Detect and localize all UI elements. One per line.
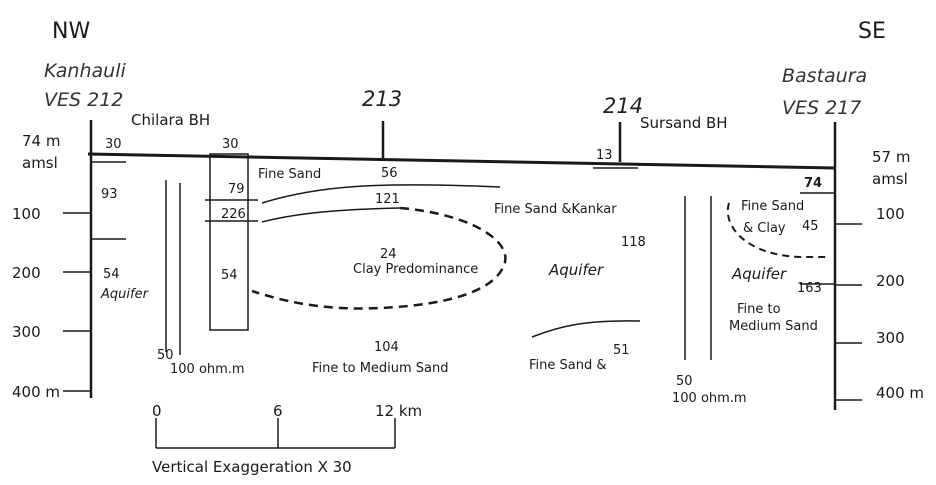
layer-label: Fine Sand bbox=[741, 199, 804, 214]
fine-sand-boundary-lower bbox=[262, 208, 400, 222]
station-kanhauli-ves: VES 212 bbox=[44, 89, 123, 111]
resistivity-value: 163 bbox=[797, 281, 822, 296]
depth-label-right: 200 bbox=[876, 272, 905, 290]
resistivity-value: 45 bbox=[802, 219, 819, 234]
resistivity-value: 226 bbox=[221, 207, 246, 222]
ohm-marker-50: 50 bbox=[676, 374, 693, 389]
depth-label-left: 300 bbox=[12, 323, 41, 341]
aquifer-label: Aquifer bbox=[731, 265, 787, 283]
elevation-right-value: 57 m bbox=[872, 148, 910, 166]
station-bastaura-ves: VES 217 bbox=[782, 97, 861, 119]
resistivity-value: 24 bbox=[380, 247, 397, 262]
elevation-right-unit: amsl bbox=[872, 170, 908, 188]
depth-label-right: 300 bbox=[876, 329, 905, 347]
ohm-marker-50: 50 bbox=[157, 348, 174, 363]
station-bastaura-name: Bastaura bbox=[782, 65, 867, 87]
layer-label: Fine to Medium Sand bbox=[312, 361, 449, 376]
resistivity-value: 93 bbox=[101, 187, 118, 202]
station-sursand-label: Sursand BH bbox=[640, 114, 728, 132]
layer-label: Clay Predominance bbox=[353, 262, 478, 277]
layer-label: Medium Sand bbox=[729, 319, 818, 334]
layer-label: Fine Sand & bbox=[529, 358, 607, 373]
station-213-label: 213 bbox=[362, 87, 402, 111]
depth-label-right: 400 m bbox=[876, 384, 924, 402]
direction-nw: NW bbox=[52, 19, 90, 44]
depth-label-left: 200 bbox=[12, 264, 41, 282]
layer-label: Fine to bbox=[737, 302, 781, 317]
resistivity-value: 79 bbox=[228, 182, 245, 197]
fine-sand-boundary-right bbox=[532, 321, 640, 337]
resistivity-value: 30 bbox=[105, 137, 122, 152]
resistivity-value: 13 bbox=[596, 148, 613, 163]
station-kanhauli-name: Kanhauli bbox=[44, 60, 126, 82]
layer-label: Fine Sand &Kankar bbox=[494, 202, 617, 217]
scale-bar-label: 0 bbox=[152, 402, 162, 420]
ohm-marker-100: 100 ohm.m bbox=[170, 362, 245, 377]
resistivity-value: 104 bbox=[374, 340, 399, 355]
elevation-left-unit: amsl bbox=[22, 154, 58, 172]
resistivity-value: 121 bbox=[375, 192, 400, 207]
resistivity-value: 51 bbox=[613, 343, 630, 358]
direction-se: SE bbox=[858, 19, 886, 44]
layer-label: & Clay bbox=[743, 221, 786, 236]
vertical-exaggeration-note: Vertical Exaggeration X 30 bbox=[152, 458, 352, 476]
clay-lens-boundary bbox=[252, 208, 505, 309]
ohm-marker-100: 100 ohm.m bbox=[672, 391, 747, 406]
depth-label-left: 400 m bbox=[12, 383, 60, 401]
layer-label: Fine Sand bbox=[258, 167, 321, 182]
scale-bar-label: 6 bbox=[273, 402, 283, 420]
resistivity-value: 118 bbox=[621, 235, 646, 250]
resistivity-value: 74 bbox=[804, 176, 822, 191]
station-chilara-label: Chilara BH bbox=[131, 111, 210, 129]
station-214-label: 214 bbox=[603, 94, 643, 118]
depth-label-right: 100 bbox=[876, 205, 905, 223]
chilara-borehole-column bbox=[210, 154, 248, 330]
aquifer-label: Aquifer bbox=[100, 287, 150, 302]
resistivity-value: 54 bbox=[103, 267, 120, 282]
ground-surface-line bbox=[88, 154, 835, 168]
resistivity-value: 56 bbox=[381, 166, 398, 181]
resistivity-value: 54 bbox=[221, 268, 238, 283]
resistivity-value: 30 bbox=[222, 137, 239, 152]
elevation-left-value: 74 m bbox=[22, 132, 60, 150]
aquifer-label: Aquifer bbox=[548, 261, 604, 279]
depth-label-left: 100 bbox=[12, 205, 41, 223]
scale-bar-label: 12 km bbox=[375, 402, 422, 420]
